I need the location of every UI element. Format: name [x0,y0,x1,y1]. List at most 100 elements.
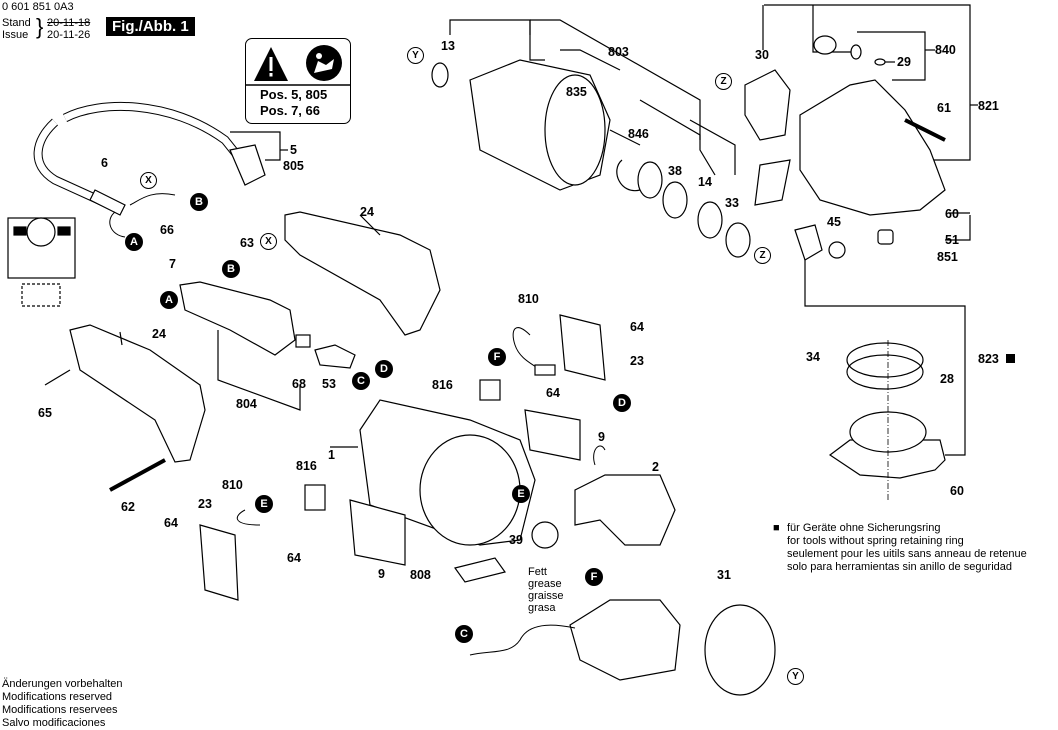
footnote-line-fr: seulement pour les uitils sans anneau de… [787,548,1027,560]
label-13: 13 [441,39,455,53]
cord-sleeve [89,189,126,216]
label-68: 68 [292,377,306,391]
label-64-left: 64 [164,516,178,530]
bracket-840 [857,31,926,81]
fan-cover-31 [704,604,776,696]
part-45 [828,241,846,259]
label-821: 821 [978,99,999,113]
handle-top-24 [284,211,441,336]
connector-f-top: F [488,348,506,366]
label-60-bottom: 60 [950,484,964,498]
label-851: 851 [937,250,958,264]
label-53: 53 [322,377,336,391]
label-23-bottom: 23 [198,497,212,511]
warning-box-graphics [246,45,350,86]
grease-note-es: grasa [528,602,556,614]
document-number: 0 601 851 0A3 [2,1,74,13]
label-61: 61 [937,101,951,115]
bracket-804 [217,330,301,411]
figure-label: Fig./Abb. 1 [106,17,195,36]
cover-9-bottom [349,499,406,566]
connector-x-handle: X [260,233,277,250]
grease-note-en: grease [528,578,562,590]
cover-23-bottom [199,524,239,601]
label-66: 66 [160,223,174,237]
label-9-top: 9 [598,430,605,444]
footnote: ■ für Geräte ohne Sicherungsring for too… [773,522,1027,574]
bearing-13 [431,62,449,88]
switch-block [179,281,296,356]
label-24-top: 24 [360,205,374,219]
gear-housing-821 [799,79,946,216]
connector-a-cord: A [125,233,143,251]
label-14: 14 [698,175,712,189]
ring-28 [846,354,924,390]
label-808: 808 [410,568,431,582]
bracket-13 [449,19,531,35]
label-840: 840 [935,43,956,57]
label-846: 846 [628,127,649,141]
part-51 [877,229,894,245]
disclaimer: Änderungen vorbehalten Modifications res… [2,678,122,730]
label-33: 33 [725,196,739,210]
connector-a-switch: A [160,291,178,309]
label-804: 804 [236,397,257,411]
label-60-top: 60 [945,207,959,221]
handle-side-24 [69,324,206,463]
label-65: 65 [38,406,52,420]
brace: } [36,14,44,39]
part-brush [754,159,791,206]
label-39: 39 [509,533,523,547]
label-24-side: 24 [152,327,166,341]
label-62: 62 [121,500,135,514]
label-6: 6 [101,156,108,170]
connector-d-switch: D [375,360,393,378]
label-64-top: 64 [630,320,644,334]
grease-note-de: Fett [528,566,547,578]
warning-line-1: Pos. 5, 805 [260,87,328,102]
warning-box: Pos. 5, 805 Pos. 7, 66 [245,38,351,124]
label-51: 51 [945,233,959,247]
connector-d-cable: D [613,394,631,412]
label-31: 31 [717,568,731,582]
label-28: 28 [940,372,954,386]
footnote-line-de: für Geräte ohne Sicherungsring [787,522,941,534]
label-816-top: 816 [432,378,453,392]
label-7: 7 [169,257,176,271]
connector-c-bottom: C [455,625,473,643]
brush-holder-816-bottom [304,484,326,511]
label-23-top: 23 [630,354,644,368]
disclaimer-es: Salvo modificaciones [2,717,106,729]
label-29: 29 [897,55,911,69]
connector-e-right: E [512,485,530,503]
bracket-821 [764,4,971,161]
connector-z-bearing: Z [754,247,771,264]
label-805: 805 [283,159,304,173]
connector-b-switch: B [222,260,240,278]
disclaimer-de: Änderungen vorbehalten [2,678,123,690]
label-63: 63 [240,236,254,250]
disclaimer-fr: Modifications reservees [2,704,118,716]
label-816-bottom: 816 [296,459,317,473]
part-39-grease [531,521,559,549]
connector-e-left: E [255,495,273,513]
label-2: 2 [652,460,659,474]
footnote-marker: ■ [773,522,780,534]
footnote-line-en: for tools without spring retaining ring [787,535,964,547]
label-803: 803 [608,45,629,59]
connector-z-gear: Z [715,73,732,90]
pinion [794,224,823,261]
issue-label: Issue [2,29,29,41]
connector-x-cord: X [140,172,157,189]
field-coil-lower [569,599,681,681]
disclaimer-en: Modifications reserved [2,691,113,703]
cover-9-top [524,409,581,461]
bracket-823 [804,250,966,456]
label-45: 45 [827,215,841,229]
label-64-middle: 64 [546,386,560,400]
connector-y-bottom: Y [787,668,804,685]
grease-note-fr: graisse [528,590,564,602]
label-5: 5 [290,143,297,157]
label-1: 1 [328,448,335,462]
